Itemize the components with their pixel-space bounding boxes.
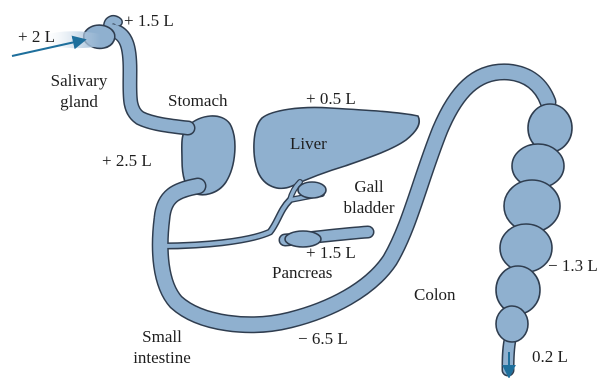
salivary-gland-label-line2: gland [38, 91, 120, 112]
gall-bladder-label-line2: bladder [336, 197, 402, 218]
colon-label: Colon [414, 284, 456, 305]
stomach-label: Stomach [168, 90, 228, 111]
pancreas-label: Pancreas [272, 262, 332, 283]
saliva-secretion-label: + 1.5 L [124, 10, 174, 31]
liver-secretion-label: + 0.5 L [306, 88, 356, 109]
small-intestine-absorption-label: − 6.5 L [298, 328, 348, 349]
excreted-volume-label: 0.2 L [532, 346, 568, 367]
pancreas-secretion-label: + 1.5 L [306, 242, 356, 263]
colon-absorption-label: − 1.3 L [548, 255, 598, 276]
saliva-inflow-label: + 2 L [18, 26, 55, 47]
gallbladder-organ [298, 182, 326, 198]
gall-bladder-label: Gall bladder [336, 176, 402, 218]
small-intestine-label: Small intestine [120, 326, 204, 368]
tube-fills [108, 20, 548, 370]
liver-label: Liver [290, 133, 327, 154]
small-intestine-label-line1: Small [120, 326, 204, 347]
colon-organ [496, 104, 572, 342]
stomach-secretion-label: + 2.5 L [102, 150, 152, 171]
salivary-gland-label-line1: Salivary [38, 70, 120, 91]
small-intestine-label-line2: intestine [120, 347, 204, 368]
gall-bladder-label-line1: Gall [336, 176, 402, 197]
salivary-gland-label: Salivary gland [38, 70, 120, 112]
